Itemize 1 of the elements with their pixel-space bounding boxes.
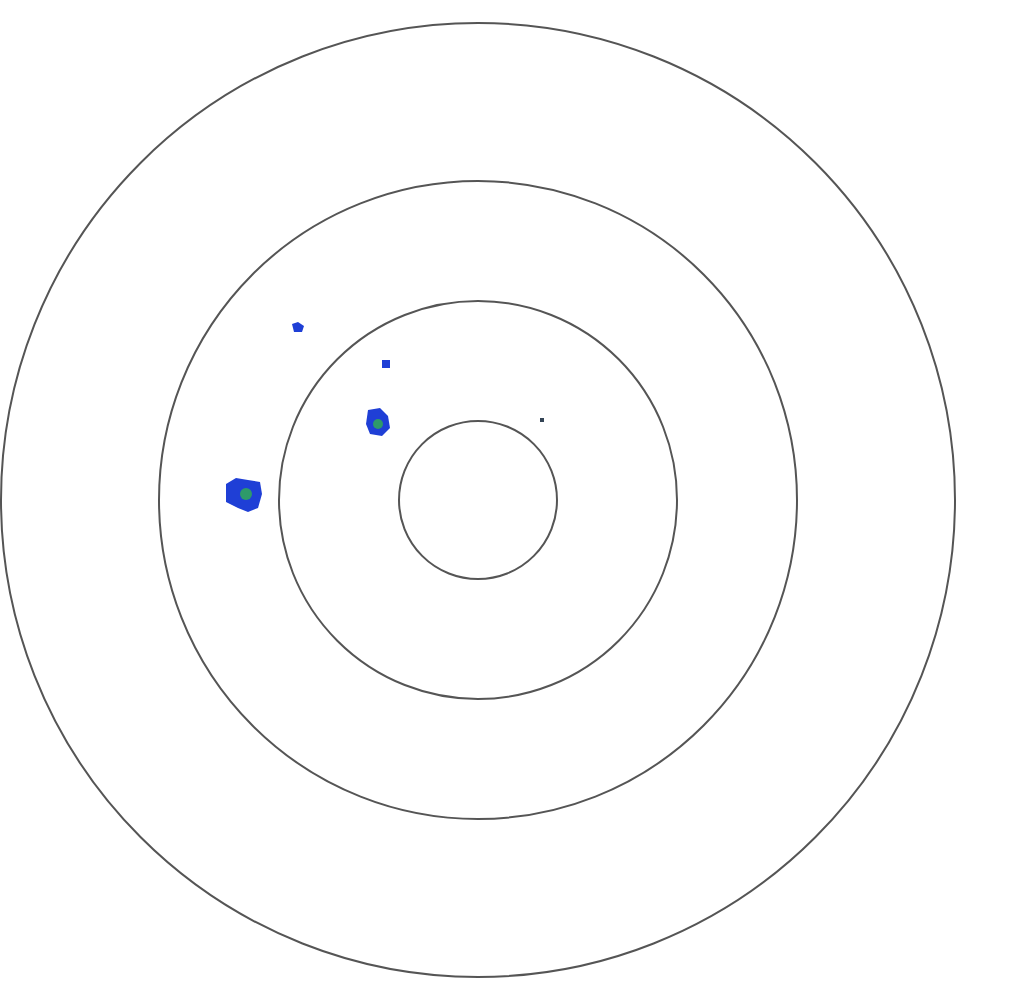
range-ring <box>398 420 558 580</box>
